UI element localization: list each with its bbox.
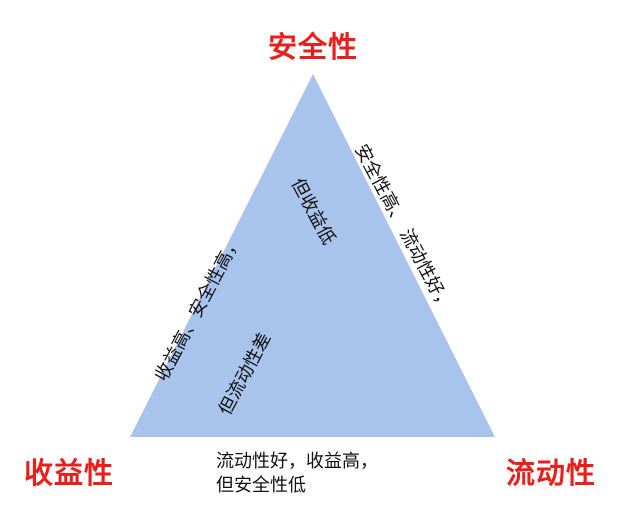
vertex-label-liquidity: 流动性: [506, 456, 597, 490]
bottom-edge-note: 流动性好，收益高， 但安全性低: [216, 450, 378, 498]
triangle: [130, 74, 495, 437]
bottom-edge-note-line1: 流动性好，收益高，: [216, 451, 378, 472]
vertex-label-return: 收益性: [24, 456, 115, 490]
left-edge-note-line1: 收益高、安全性高，: [151, 231, 246, 385]
vertex-label-safety: 安全性: [268, 30, 359, 64]
bottom-edge-note-line2: 但安全性低: [216, 475, 306, 496]
